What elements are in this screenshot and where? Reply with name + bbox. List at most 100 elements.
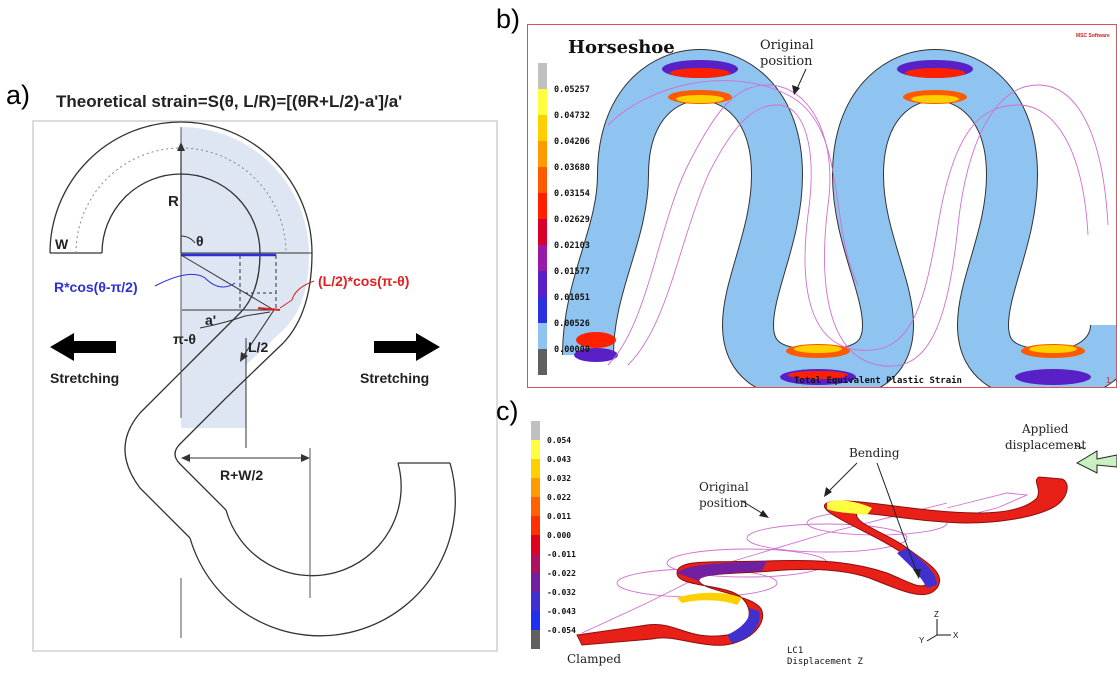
- legend-c-label: 0.000: [547, 531, 571, 540]
- legend-c-label: 0.032: [547, 474, 571, 483]
- legend-b-label: 0.02103: [554, 241, 590, 251]
- label-pi-theta: π-θ: [173, 331, 196, 347]
- legend-b-label: 0.00000: [554, 345, 590, 355]
- annotation-original-line2: position: [699, 496, 748, 510]
- label-l-half: L/2: [248, 339, 268, 355]
- legend-c-label: -0.022: [547, 569, 576, 578]
- legend-c-label: -0.043: [547, 607, 576, 616]
- legend-c-label: -0.011: [547, 550, 576, 559]
- svg-text:Y: Y: [919, 636, 925, 645]
- top-right-leg: [225, 252, 313, 399]
- strain-hotspots: [574, 60, 1091, 385]
- svg-text:Z: Z: [934, 610, 939, 619]
- label-r-plus-w: R+W/2: [220, 467, 263, 483]
- legend-c-label: 0.022: [547, 493, 571, 502]
- label-stretching-left: Stretching: [50, 370, 119, 386]
- legend-b-label: 0.02629: [554, 215, 590, 225]
- legend-c-label: 0.011: [547, 512, 571, 521]
- legend-c-swatch: [531, 440, 540, 459]
- label-stretching-right: Stretching: [360, 370, 429, 386]
- annotation-applied-line2: displacement: [1005, 438, 1086, 452]
- legend-b-swatch: [538, 245, 547, 271]
- stretch-right-arrow: [374, 333, 440, 361]
- annotation-clamped: Clamped: [567, 652, 621, 666]
- label-l-cos: (L/2)*cos(π-θ): [318, 273, 409, 289]
- msc-logo: MSC Software: [1076, 33, 1110, 39]
- original-position-outline: [607, 80, 1109, 367]
- annotation-original-line1: Original: [699, 480, 749, 494]
- legend-c-swatch: [531, 421, 540, 440]
- legend-b-swatch: [538, 89, 547, 115]
- legend-c-label: 0.054: [547, 436, 571, 445]
- legend-c-swatch: [531, 459, 540, 478]
- shaded-region: [181, 127, 309, 428]
- legend-c-label: -0.054: [547, 626, 576, 635]
- svg-text:X: X: [953, 631, 959, 640]
- legend-b-swatch: [538, 219, 547, 245]
- applied-displacement-arrow: [1075, 450, 1117, 474]
- annotation-applied-line1: Applied: [1021, 422, 1069, 436]
- legend-c-swatch: [531, 611, 540, 630]
- panel-c-canvas: 0.054 0.043 0.032 0.022 0.011 0.000 -0.011 -0.0…: [531, 421, 1117, 667]
- legend-b-label: 0.03680: [554, 163, 590, 173]
- panel-a-label: a): [6, 80, 31, 110]
- panel-c-legend: 0.054 0.043 0.032 0.022 0.011 0.000 -0.011 -0.0…: [531, 421, 576, 649]
- bottom-arc-inner: [225, 462, 402, 577]
- legend-b-swatch: [538, 63, 547, 89]
- legend-b-label: 0.01051: [554, 293, 590, 303]
- legend-c-swatch: [531, 573, 540, 592]
- legend-c-swatch: [531, 497, 540, 516]
- top-right-leg-inner: [189, 252, 261, 364]
- legend-b-label: 0.00526: [554, 319, 590, 329]
- label-R: R: [168, 193, 179, 210]
- legend-b-swatch: [538, 271, 547, 297]
- label-theta: θ: [196, 233, 204, 249]
- legend-c-swatch: [531, 516, 540, 535]
- panel-b-simulation: Horseshoe MSC Software: [527, 24, 1117, 402]
- panel-a-title: Theoretical strain=S(θ, L/R)=[(θR+L/2)-a…: [56, 92, 403, 111]
- axis-triad: Z Y X: [919, 610, 959, 645]
- panel-b-legend: 0.052570.047320.042060.036800.031540.026…: [538, 63, 590, 375]
- legend-b-swatch: [538, 323, 547, 349]
- panel-c-simulation: 0.054 0.043 0.032 0.022 0.011 0.000 -0.011 -0.0…: [527, 413, 1117, 670]
- panel-c-footer-lc: LC1: [787, 646, 803, 656]
- legend-c-label: -0.032: [547, 588, 576, 597]
- legend-c-swatch: [531, 478, 540, 497]
- legend-b-label: 0.04206: [554, 137, 590, 147]
- label-W: W: [55, 236, 69, 252]
- legend-b-label: 0.01577: [554, 267, 590, 277]
- red-segment: [257, 307, 281, 311]
- panel-b-corner-number: 1: [1106, 376, 1111, 385]
- panel-b-footer: Total Equivalent Plastic Strain: [794, 375, 962, 386]
- horseshoe-schematic: R W θ R*cos(θ-π/2) (L/2)*cos(π-θ) a' π-θ…: [32, 120, 498, 652]
- stretch-left-arrow: [50, 333, 116, 361]
- label-a-prime: a': [205, 312, 216, 328]
- l-half-arrow: [241, 309, 275, 359]
- horseshoe-meander: [562, 48, 1117, 402]
- legend-b-label: 0.03154: [554, 189, 590, 199]
- panel-c-footer-disp: Displacement Z: [787, 657, 863, 667]
- legend-b-swatch: [538, 297, 547, 323]
- legend-c-swatch: [531, 592, 540, 611]
- panel-b-annotation-line2: position: [760, 54, 813, 69]
- panel-b-annotation-line1: Original: [760, 38, 814, 53]
- top-arc-outer: [49, 121, 313, 254]
- bottom-arc-outer: [189, 462, 456, 637]
- deformed-strip: [576, 476, 1068, 646]
- legend-b-label: 0.04732: [554, 111, 590, 121]
- legend-c-label: 0.043: [547, 455, 571, 464]
- panel-b-canvas: Horseshoe MSC Software: [538, 33, 1117, 402]
- centerline-arc: [75, 147, 287, 254]
- legend-b-swatch: [538, 167, 547, 193]
- label-r-cos: R*cos(θ-π/2): [54, 279, 138, 295]
- legend-c-swatch: [531, 535, 540, 554]
- panel-b-title: Horseshoe: [568, 37, 675, 58]
- legend-b-swatch: [538, 349, 547, 375]
- legend-b-swatch: [538, 115, 547, 141]
- panel-b-label: b): [496, 4, 521, 34]
- middle-section: [174, 397, 227, 511]
- annotation-bending: Bending: [849, 446, 900, 460]
- panel-c-label: c): [496, 396, 519, 426]
- legend-b-swatch: [538, 193, 547, 219]
- legend-b-swatch: [538, 141, 547, 167]
